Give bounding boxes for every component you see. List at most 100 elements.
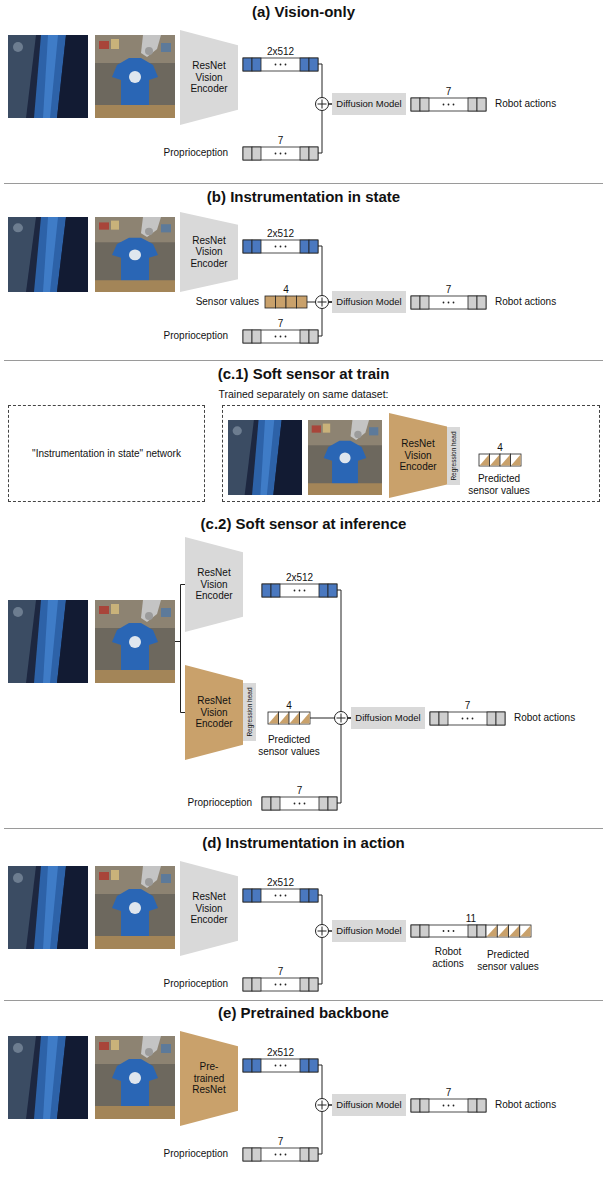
connector-line [318, 931, 332, 984]
vector-cell [309, 330, 318, 343]
vector-cell [262, 584, 271, 597]
feature-vector: 2x512 [262, 584, 337, 597]
feature-vector: 4 [479, 454, 521, 466]
table-region [95, 670, 175, 683]
node-text: ResNet Vision Encoder [190, 567, 238, 602]
vector-outline [262, 584, 337, 597]
encoder-trapezoid: ResNet Vision Encoder [180, 861, 238, 956]
ellipsis-dot [280, 983, 282, 985]
ellipsis-dot [280, 245, 282, 247]
vector-cells [243, 58, 318, 71]
trapezoid-fill [180, 212, 238, 292]
sum-symbol [316, 296, 329, 309]
cloth-highlight [43, 35, 58, 118]
ellipsis-dot [275, 894, 277, 896]
ellipsis-dot [280, 335, 282, 337]
dimension-label: 2x512 [267, 46, 294, 57]
shelf-item [99, 41, 109, 49]
node-text: Diffusion Model [336, 99, 401, 110]
ellipsis-dot [285, 894, 287, 896]
ellipsis-dot [299, 589, 301, 591]
encoder-trapezoid: ResNet Vision Encoder [389, 413, 447, 498]
shelf-item [99, 1042, 109, 1050]
text-box: Diffusion Model [351, 707, 424, 729]
wall-region [8, 217, 36, 292]
predicted-cell-fill [511, 455, 520, 466]
robot-arm [141, 35, 161, 57]
vector-outline [243, 1059, 318, 1072]
dimension-label: 2x512 [267, 877, 294, 888]
ellipsis-dot [275, 1153, 277, 1155]
vector-cell [430, 712, 439, 725]
text-label: (b) Instrumentation in state [207, 188, 400, 205]
table-region [95, 280, 175, 292]
vector-cell [252, 147, 261, 160]
vector-cell [252, 58, 261, 71]
vector-cells [243, 889, 318, 902]
vector-cell [309, 889, 318, 902]
shadow-region [57, 217, 88, 292]
trapezoid-fill [185, 665, 243, 760]
process-box: Diffusion Model [332, 291, 405, 313]
encoder-trapezoid: Pre-trained ResNet [180, 1031, 238, 1126]
image-background [8, 600, 88, 683]
image-background [8, 866, 88, 949]
sum-cross [318, 1101, 327, 1110]
dimension-label: 7 [278, 1136, 284, 1147]
predicted-cell-fill [487, 926, 497, 937]
vector-cell [477, 1099, 486, 1112]
shirt-logo [129, 71, 141, 83]
ellipsis-dot [275, 63, 277, 65]
predicted-cell-fill [490, 455, 500, 466]
shirt-logo [339, 453, 350, 464]
vector-cell [486, 925, 497, 937]
shirt-shape [112, 58, 158, 107]
feature-vector: 2x512 [243, 58, 318, 71]
wall-region [8, 35, 36, 118]
text-label: (c.1) Soft sensor at train [218, 365, 390, 382]
shelf-item [111, 1040, 119, 1050]
ellipsis-dot [448, 1104, 450, 1106]
sum-circle [316, 98, 329, 111]
shelf-item [111, 870, 119, 880]
node-text: Diffusion Model [355, 713, 420, 724]
text-label: Trained separately on same dataset: [218, 388, 388, 400]
vector-cell [309, 240, 318, 253]
predicted-cell-fill [480, 455, 490, 466]
robot-arm [141, 217, 161, 237]
vector-cell [500, 454, 511, 466]
camera-image [8, 217, 88, 292]
image-background [95, 1036, 175, 1119]
text-box: "Instrumentation in state" network [9, 406, 204, 501]
robot-arm [141, 1036, 161, 1058]
vector-outline [243, 889, 318, 902]
node-text: "Instrumentation in state" network [32, 448, 181, 460]
vector-cell [319, 797, 328, 810]
shirt-logo [129, 636, 141, 648]
vector-cell [276, 296, 287, 308]
camera-image [8, 600, 88, 683]
vector-cell [328, 797, 337, 810]
vector-cell [243, 330, 252, 343]
dimension-label: 7 [446, 86, 452, 97]
predicted-cell-fill [498, 926, 508, 937]
feature-vector: 2x512 [243, 889, 318, 902]
dimension-label: 7 [278, 318, 284, 329]
dimension-label: 2x512 [286, 572, 313, 583]
process-box: Diffusion Model [332, 920, 405, 942]
connector-line [337, 590, 351, 718]
separator-line [4, 183, 603, 184]
vector-cells [243, 147, 318, 160]
camera-image [95, 600, 175, 683]
light-spot [13, 1043, 23, 1053]
vector-outline [411, 98, 486, 111]
table-region [95, 1106, 175, 1119]
ellipsis-dot [275, 1064, 277, 1066]
dimension-label: 7 [278, 966, 284, 977]
sum-circle [316, 1099, 329, 1112]
ellipsis-dot [275, 983, 277, 985]
rotated-text-box: Regression head [243, 683, 256, 741]
ellipsis-dot [448, 103, 450, 105]
vector-cell [490, 454, 501, 466]
vector-outline [243, 240, 318, 253]
